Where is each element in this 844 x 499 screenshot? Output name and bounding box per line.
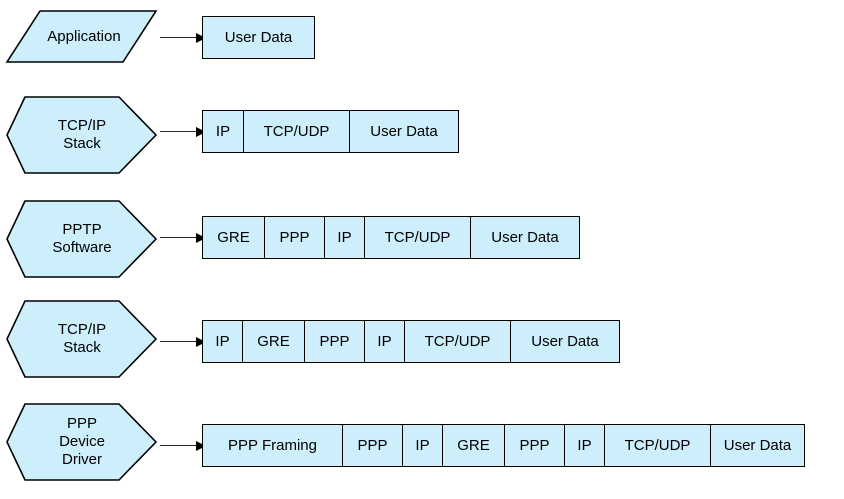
stage-shape-5: PPP Device Driver [6, 403, 158, 481]
packet-field: GRE [203, 217, 265, 258]
flow-arrow-2 [160, 126, 208, 138]
arrow-shaft [160, 131, 198, 132]
hexagon-icon [6, 300, 158, 378]
packet-field: TCP/UDP [405, 321, 511, 362]
arrow-head-icon [196, 127, 206, 137]
flow-arrow-3 [160, 232, 208, 244]
stage-shape-3: PPTP Software [6, 200, 158, 278]
packet-field: PPP Framing [203, 425, 343, 466]
arrow-shaft [160, 445, 198, 446]
flow-arrow-5 [160, 440, 208, 452]
packet-field: PPP [305, 321, 365, 362]
packet-field: TCP/UDP [244, 111, 350, 152]
hexagon-icon [6, 96, 158, 174]
arrow-shaft [160, 237, 198, 238]
arrow-head-icon [196, 33, 206, 43]
stage-shape-4: TCP/IP Stack [6, 300, 158, 378]
packet-field: User Data [471, 217, 579, 258]
packet-field: TCP/UDP [605, 425, 711, 466]
packet-field: User Data [350, 111, 458, 152]
arrow-head-icon [196, 233, 206, 243]
packet-field: PPP [343, 425, 403, 466]
packet-field: PPP [505, 425, 565, 466]
packet-field: PPP [265, 217, 325, 258]
packet-field: IP [203, 111, 244, 152]
arrow-shaft [160, 37, 198, 38]
packet-field: TCP/UDP [365, 217, 471, 258]
parallelogram-icon [5, 10, 158, 63]
hexagon-icon [6, 403, 158, 481]
hexagon-icon [6, 200, 158, 278]
packet-field: IP [203, 321, 243, 362]
packet-field: User Data [203, 17, 314, 58]
flow-arrow-1 [160, 32, 208, 44]
packet-field: IP [365, 321, 405, 362]
arrow-shaft [160, 341, 198, 342]
packet-field: IP [565, 425, 605, 466]
encapsulation-row-1: Application User Data [0, 0, 844, 96]
packet-field: User Data [511, 321, 619, 362]
packet-field: User Data [711, 425, 804, 466]
packet-field: GRE [243, 321, 305, 362]
packet-field: IP [403, 425, 443, 466]
stage-shape-2: TCP/IP Stack [6, 96, 158, 174]
packet-field: IP [325, 217, 365, 258]
packet-field: GRE [443, 425, 505, 466]
arrow-head-icon [196, 441, 206, 451]
flow-arrow-4 [160, 336, 208, 348]
stage-shape-1: Application [5, 10, 158, 63]
arrow-head-icon [196, 337, 206, 347]
packet-strip-1: User Data [202, 16, 315, 59]
